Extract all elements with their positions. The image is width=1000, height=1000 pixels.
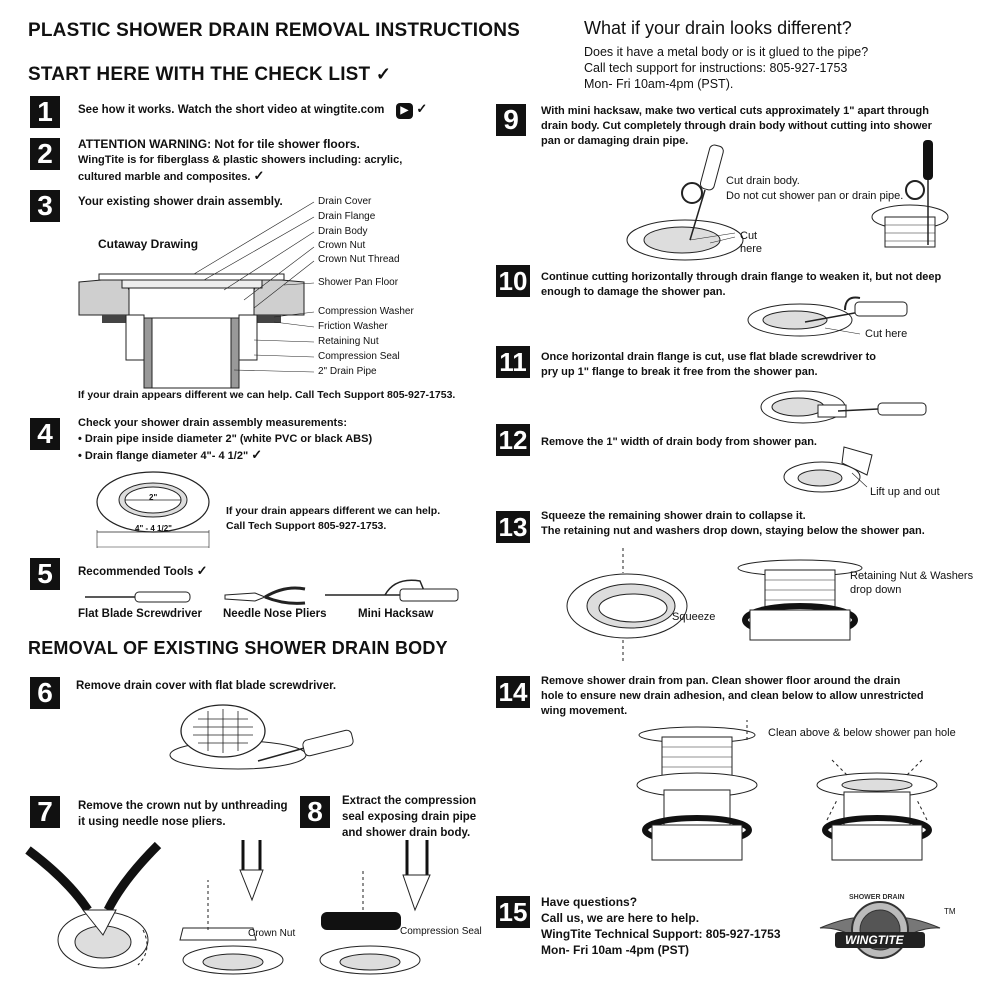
label-retaining-nut: Retaining Nut [318, 336, 379, 347]
step-10-number: 10 [496, 265, 530, 297]
label-compression-seal: Compression Seal [318, 351, 400, 362]
dim-inner: 2" [149, 493, 158, 502]
step-8-number: 8 [300, 796, 330, 828]
step-8-illustration [319, 840, 431, 975]
check-icon: ✓ [251, 447, 263, 462]
cutaway-title: Cutaway Drawing [98, 237, 199, 251]
video-link[interactable]: wingtite.com [314, 104, 385, 116]
step-14-illustration [636, 720, 938, 861]
step-12-illustration [783, 446, 873, 493]
step-7-text: Remove the crown nut by unthreading it u… [78, 800, 288, 828]
tool-pliers-label: Needle Nose Pliers [223, 608, 327, 620]
label-drain-flange: Drain Flange [318, 211, 376, 222]
step-3-number: 3 [30, 190, 60, 222]
wingtite-logo: SHOWER DRAIN WINGTITE [815, 888, 945, 968]
check-icon: ✓ [253, 168, 265, 183]
label-crown-nut: Crown Nut [318, 240, 366, 251]
step-4-help: If your drain appears different we can h… [226, 505, 441, 532]
step-14-label: Clean above & below shower pan hole [768, 727, 956, 739]
step-3-help: If your drain appears different we can h… [78, 389, 456, 401]
tools-illustration [85, 579, 459, 605]
step-9-number: 9 [496, 104, 526, 136]
step-9-note: Cut drain body. Do not cut shower pan or… [726, 175, 904, 202]
step-4-text: Check your shower drain assembly measure… [78, 417, 373, 462]
label-crown-nut-thread: Crown Nut Thread [318, 254, 400, 265]
logo-top-text: SHOWER DRAIN [849, 894, 905, 901]
step-14-number: 14 [496, 676, 530, 708]
step-13-label: Retaining Nut & Washers drop down [850, 570, 974, 596]
step-12-number: 12 [496, 424, 530, 456]
step-13-number: 13 [496, 511, 530, 543]
label-drain-pipe: 2" Drain Pipe [318, 366, 377, 377]
step-1-text: See how it works. Watch the short video … [78, 101, 427, 119]
step-13-illustration [566, 548, 863, 663]
logo-main-text: WINGTITE [845, 933, 904, 947]
dim-outer: 4" - 4 1/2" [135, 524, 172, 533]
step-7-illustration [25, 840, 284, 975]
check-icon: ✓ [416, 101, 428, 116]
step-5-number: 5 [30, 558, 60, 590]
step-6-text: Remove drain cover with flat blade screw… [76, 680, 337, 692]
cutaway-drawing [78, 201, 315, 389]
check-icon: ✓ [375, 64, 392, 84]
step-1-number: 1 [30, 96, 60, 128]
step-3-text: Your existing shower drain assembly. [78, 196, 283, 208]
page-title: PLASTIC SHOWER DRAIN REMOVAL INSTRUCTION… [28, 20, 521, 41]
removal-title: REMOVAL OF EXISTING SHOWER DRAIN BODY [28, 638, 448, 658]
step-5-text: Recommended Tools ✓ [78, 563, 208, 578]
label-friction-washer: Friction Washer [318, 321, 388, 332]
play-icon[interactable]: ▶ [395, 103, 414, 119]
step-9-text: With mini hacksaw, make two vertical cut… [541, 105, 932, 147]
step-6-illustration [169, 704, 354, 770]
step-13-text: Squeeze the remaining shower drain to co… [541, 510, 925, 537]
different-text: Does it have a metal body or is it glued… [584, 45, 869, 91]
step-9-cut-label: Cut here [740, 230, 763, 255]
compression-seal-label: Compression Seal [400, 926, 482, 937]
step-12-text: Remove the 1" width of drain body from s… [541, 436, 817, 448]
label-compression-washer: Compression Washer [318, 306, 414, 317]
step-2-text: ATTENTION WARNING: Not for tile shower f… [78, 137, 403, 183]
step-11-number: 11 [496, 346, 530, 378]
label-drain-cover: Drain Cover [318, 196, 372, 207]
trademark: TM [944, 907, 956, 916]
step-9-illustration [626, 140, 949, 261]
step-11-text: Once horizontal drain flange is cut, use… [541, 351, 876, 378]
label-drain-body: Drain Body [318, 226, 368, 237]
step-8-text: Extract the compression seal exposing dr… [342, 795, 477, 839]
crown-nut-label: Crown Nut [248, 928, 296, 939]
checklist-title: START HERE WITH THE CHECK LIST ✓ [28, 64, 392, 85]
check-icon: ✓ [196, 563, 208, 578]
step-12-label: Lift up and out [870, 486, 940, 498]
flange-measurement-diagram [96, 471, 210, 548]
step-11-illustration [760, 390, 927, 424]
step-4-number: 4 [30, 418, 60, 450]
tool-hacksaw-label: Mini Hacksaw [358, 608, 434, 620]
label-shower-pan-floor: Shower Pan Floor [318, 277, 399, 288]
tool-screwdriver-label: Flat Blade Screwdriver [78, 608, 202, 620]
step-10-cut-label: Cut here [865, 328, 908, 340]
step-14-text: Remove shower drain from pan. Clean show… [541, 675, 924, 717]
step-15-text: Have questions? Call us, we are here to … [541, 895, 781, 957]
step-10-illustration [747, 296, 908, 337]
step-7-number: 7 [30, 796, 60, 828]
step-10-text: Continue cutting horizontally through dr… [541, 271, 942, 298]
step-15-number: 15 [496, 896, 530, 928]
step-2-number: 2 [30, 138, 60, 170]
step-6-number: 6 [30, 677, 60, 709]
different-title: What if your drain looks different? [584, 18, 852, 38]
squeeze-label: Squeeze [672, 611, 716, 623]
